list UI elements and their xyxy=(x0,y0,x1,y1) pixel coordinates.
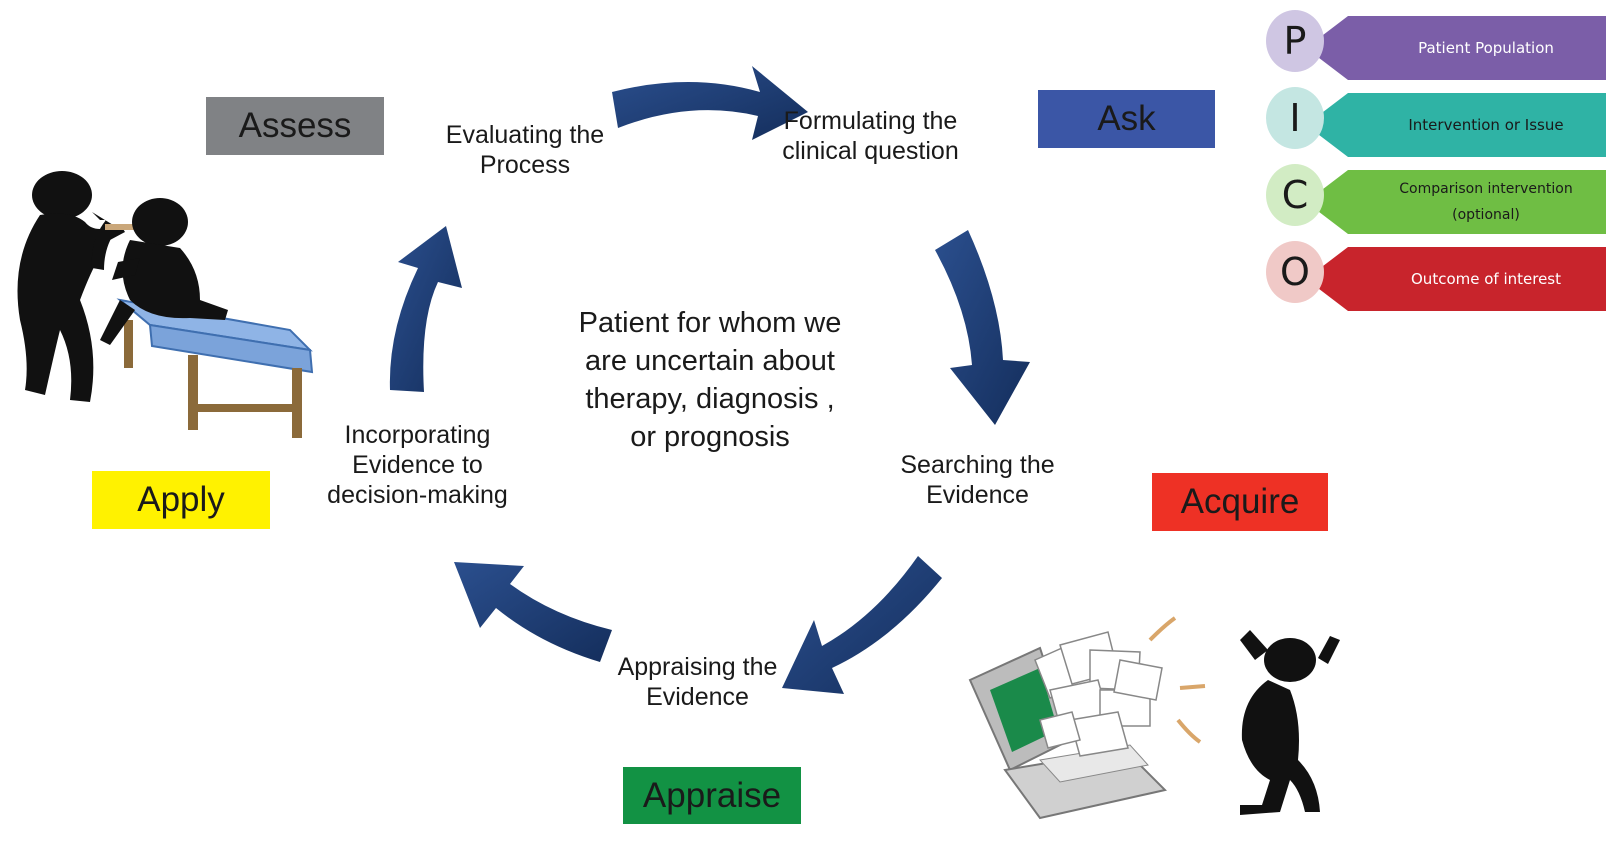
pico-circle-o: O xyxy=(1266,241,1324,303)
pico-bar-i: Intervention or Issue xyxy=(1306,93,1606,157)
pico-bar-p: Patient Population xyxy=(1306,16,1606,80)
arrow-evaluate-to-formulate xyxy=(612,66,808,140)
pico-bar-o: Outcome of interest xyxy=(1306,247,1606,311)
tag-assess: Assess xyxy=(206,97,384,155)
step-incorporating: Incorporating Evidence to decision-makin… xyxy=(327,421,508,509)
overwhelmed-computer-illustration xyxy=(968,616,1340,820)
pico-circle-c: C xyxy=(1266,164,1324,226)
pico-label-i: Intervention or Issue xyxy=(1408,116,1564,134)
tag-ask: Ask xyxy=(1038,90,1215,148)
pico-bar-c: Comparison intervention (optional) xyxy=(1306,170,1606,234)
tag-apply: Apply xyxy=(92,471,270,529)
step-formulating: Formulating the clinical question xyxy=(782,107,959,165)
arrow-appraise-to-incorporate xyxy=(454,562,612,662)
step-appraising: Appraising the Evidence xyxy=(617,653,778,711)
pico-label-o: Outcome of interest xyxy=(1411,270,1561,288)
pico-row-p: Patient Population P xyxy=(1266,10,1606,80)
center-patient-text: Patient for whom we are uncertain about … xyxy=(578,307,842,453)
pico-row-o: Outcome of interest O xyxy=(1266,241,1606,311)
pico-row-i: Intervention or Issue I xyxy=(1266,87,1606,157)
clinician-patient-illustration xyxy=(17,171,314,438)
tag-acquire: Acquire xyxy=(1152,473,1328,531)
step-searching: Searching the Evidence xyxy=(900,451,1055,509)
pico-label-c: Comparison intervention (optional) xyxy=(1399,181,1573,223)
step-evaluating: Evaluating the Process xyxy=(445,121,605,179)
tag-appraise: Appraise xyxy=(623,767,801,824)
pico-circle-p: P xyxy=(1266,10,1324,72)
arrow-incorporate-to-evaluate xyxy=(389,226,462,392)
pico-circle-i: I xyxy=(1266,87,1324,149)
arrow-formulate-to-search xyxy=(935,230,1030,425)
pico-label-p: Patient Population xyxy=(1418,39,1554,57)
pico-row-c: Comparison intervention (optional) C xyxy=(1266,164,1606,234)
arrow-search-to-appraise xyxy=(782,556,942,694)
